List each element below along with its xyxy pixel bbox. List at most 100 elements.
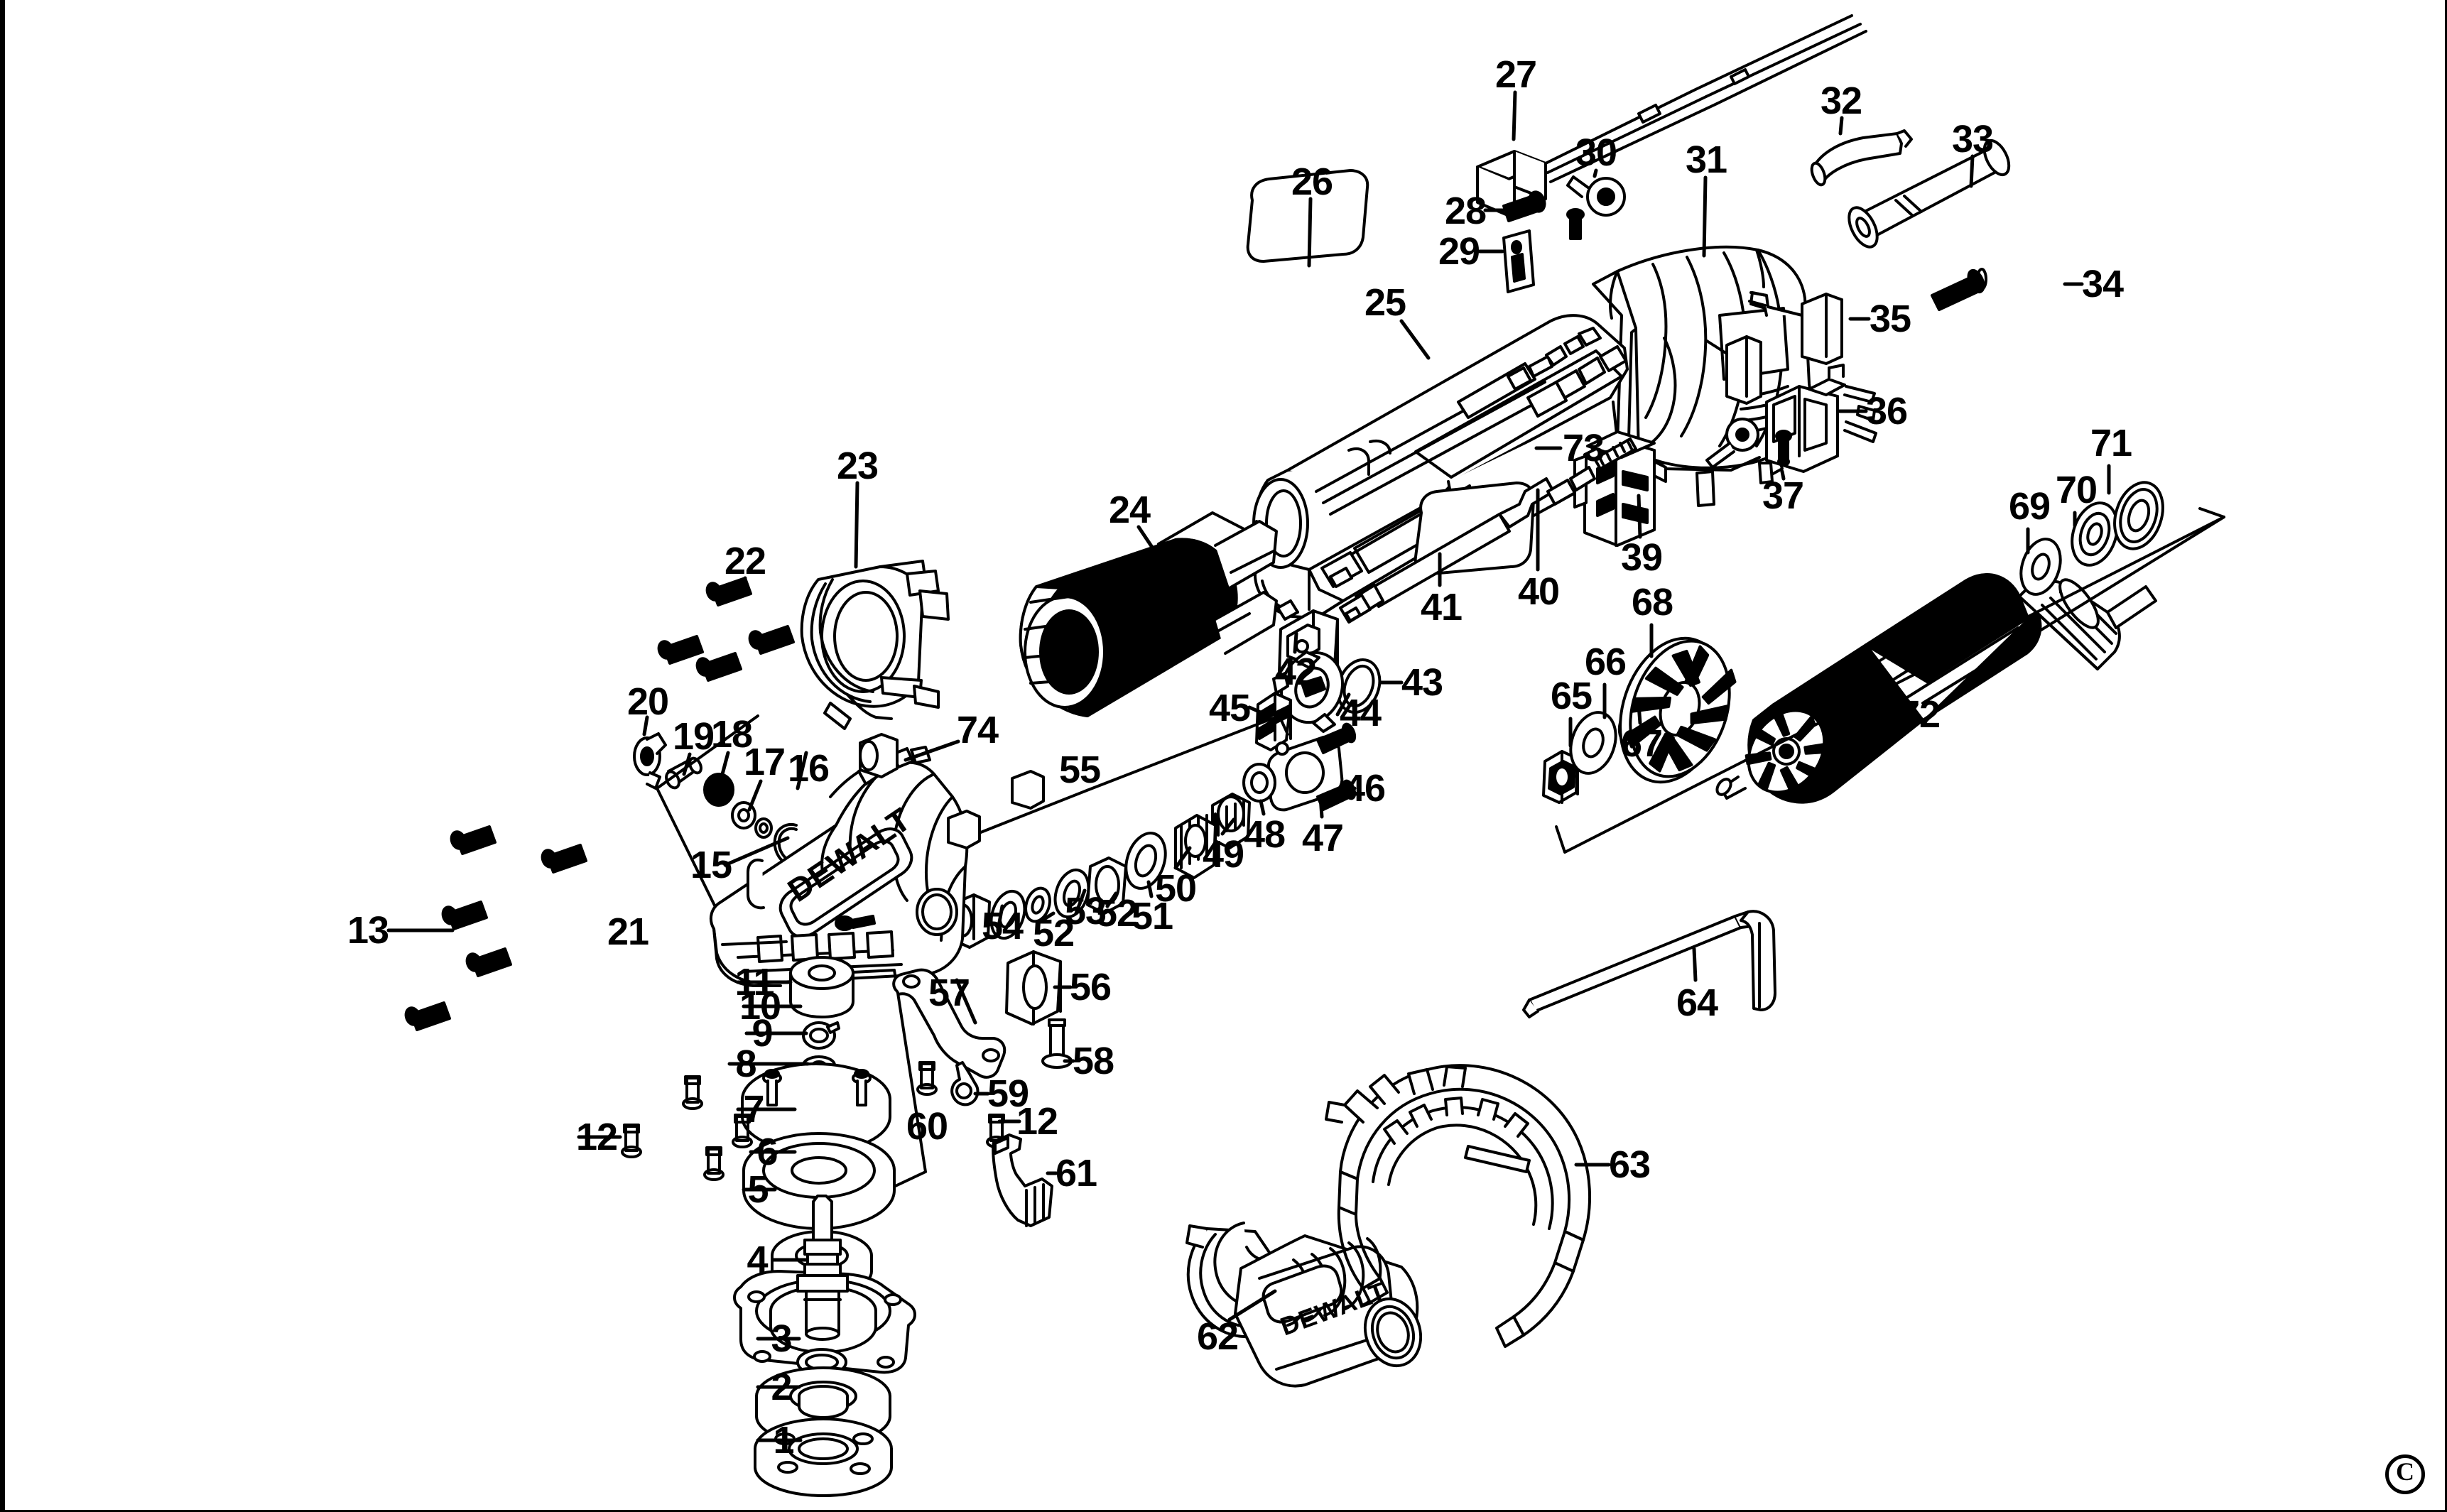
callout-11: 11 <box>734 961 774 1004</box>
callout-25: 25 <box>1364 281 1406 324</box>
callout-7: 7 <box>743 1088 764 1131</box>
callout-67: 67 <box>1620 722 1663 765</box>
part-36-brush-holder <box>1765 364 1877 473</box>
callout-42: 42 <box>1274 651 1317 693</box>
part-73-nameplate <box>1414 482 1536 575</box>
part-23-baffle <box>800 560 950 730</box>
callout-41: 41 <box>1420 586 1463 629</box>
callout-48: 48 <box>1243 813 1286 856</box>
callout-58: 58 <box>1072 1040 1114 1082</box>
callout-35: 35 <box>1869 298 1911 340</box>
callout-66: 66 <box>1584 641 1627 683</box>
part-27-cord <box>1476 14 1867 219</box>
callout-71: 71 <box>2090 422 2132 464</box>
part-31-end-cap <box>1592 245 1812 507</box>
callout-57: 57 <box>928 972 970 1014</box>
callout-32: 32 <box>1820 80 1862 122</box>
part-5-gear-case-cover <box>733 1270 916 1374</box>
callout-61: 61 <box>1055 1152 1097 1195</box>
part-4-spindle <box>796 1195 849 1341</box>
callout-62: 62 <box>1196 1315 1239 1358</box>
part-74-bushing-b <box>947 810 981 849</box>
callout-63: 63 <box>1608 1143 1651 1186</box>
callout-15: 15 <box>690 844 732 886</box>
callout-52: 52 <box>1032 912 1075 954</box>
callout-33: 33 <box>1951 118 1994 161</box>
callout-59: 59 <box>987 1072 1029 1115</box>
part-17-washer <box>731 801 756 830</box>
part-74-bushing-a <box>859 733 899 778</box>
callout-4: 4 <box>747 1239 768 1281</box>
part-24-field <box>1019 511 1278 717</box>
callout-54: 54 <box>981 905 1024 947</box>
callout-22: 22 <box>724 540 766 582</box>
callout-8: 8 <box>735 1043 756 1085</box>
callout-13: 13 <box>347 909 389 952</box>
callout-55: 55 <box>1058 749 1101 791</box>
part-16-small-washer <box>754 817 773 839</box>
callout-73: 73 <box>1562 427 1605 469</box>
part-64-hex-key <box>1522 910 1776 1018</box>
callout-24: 24 <box>1108 489 1151 531</box>
callout-16: 16 <box>787 747 830 790</box>
callout-12: 12 <box>1016 1100 1058 1143</box>
part-66-washer <box>1569 711 1617 775</box>
callout-3: 3 <box>771 1317 792 1360</box>
callout-44: 44 <box>1339 692 1382 734</box>
brand-mark-side-handle: DEWALT <box>1276 1276 1390 1342</box>
callout-53: 53 <box>1064 890 1107 932</box>
callout-19: 19 <box>672 715 715 758</box>
callout-28: 28 <box>1444 190 1487 232</box>
part-61-strain-relief <box>992 1133 1053 1227</box>
part-20-lock-pin <box>633 732 667 790</box>
callout-10: 10 <box>739 985 781 1028</box>
part-71-bearing-ring <box>2113 481 2164 550</box>
part-12-screws <box>621 1061 1007 1181</box>
callout-21: 21 <box>607 910 649 953</box>
callout-49: 49 <box>1202 833 1244 876</box>
part-48-washer <box>1242 763 1276 803</box>
callout-68: 68 <box>1631 581 1673 624</box>
callout-47: 47 <box>1301 817 1344 859</box>
callout-40: 40 <box>1517 570 1560 613</box>
part-74-bushing-c <box>1011 770 1045 810</box>
callout-26: 26 <box>1291 161 1333 203</box>
part-45-spindle-lock-button <box>1255 692 1292 751</box>
callout-64: 64 <box>1676 981 1718 1024</box>
callout-43: 43 <box>1401 661 1443 704</box>
callout-56: 56 <box>1069 966 1112 1008</box>
callout-51: 51 <box>1131 895 1173 937</box>
callout-12: 12 <box>575 1116 618 1158</box>
part-18-ball <box>703 773 734 807</box>
callout-5: 5 <box>747 1168 769 1211</box>
part-19-sleeve <box>665 756 702 790</box>
part-69-washer <box>2019 538 2062 596</box>
part-9-screw <box>802 1055 836 1084</box>
callout-20: 20 <box>626 680 669 723</box>
callout-60: 60 <box>906 1105 948 1148</box>
part-59-clip <box>950 1061 980 1106</box>
callout-65: 65 <box>1550 675 1593 717</box>
callout-72: 72 <box>1898 693 1941 736</box>
exploded-diagram-artwork <box>386 14 2225 1497</box>
part-28-screw <box>1502 190 1546 222</box>
part-34-screw <box>1931 268 1987 311</box>
part-11-washer <box>789 956 854 1018</box>
brand-mark-gear-case: DEWALT <box>781 800 918 909</box>
callout-45: 45 <box>1208 687 1251 729</box>
callout-31: 31 <box>1685 138 1727 181</box>
callout-50: 50 <box>1154 867 1197 910</box>
callout-27: 27 <box>1494 53 1537 96</box>
part-30-cord-guard <box>1566 175 1626 240</box>
part-32-brush-cap <box>1810 129 1913 187</box>
part-35-brush <box>1705 291 1843 405</box>
part-58-screw <box>1041 1018 1073 1069</box>
part-37-screw <box>1705 418 1792 469</box>
callout-1: 1 <box>773 1419 794 1462</box>
callout-52: 52 <box>1095 892 1138 935</box>
copyright-mark: C <box>2385 1454 2425 1494</box>
part-6-seal <box>771 1230 873 1297</box>
callout-30: 30 <box>1575 131 1617 174</box>
part-10-retaining-ring <box>802 1021 840 1050</box>
